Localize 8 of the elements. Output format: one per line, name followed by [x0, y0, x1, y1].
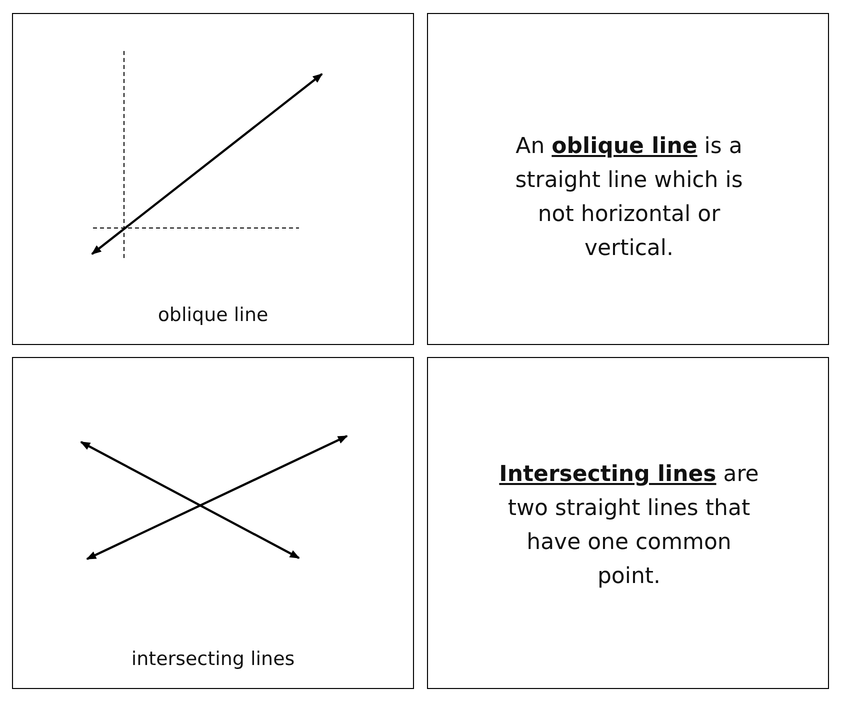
- definition-text: Intersecting lines are two straight lines that have one common point.: [498, 461, 760, 591]
- card: [12, 13, 414, 345]
- card: [427, 357, 829, 689]
- card: [427, 13, 829, 345]
- definition-text: An oblique line is a straight line which is not horizontal or vertical.: [514, 133, 744, 263]
- card-label: intersecting lines: [131, 648, 295, 670]
- card: [12, 357, 414, 689]
- card-label: oblique line: [158, 304, 268, 326]
